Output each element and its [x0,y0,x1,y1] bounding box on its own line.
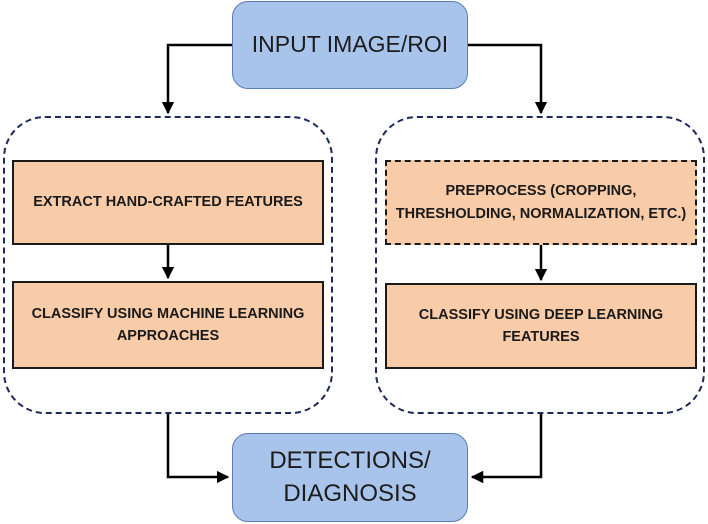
preprocess-node: PREPROCESS (CROPPING, THRESHOLDING, NORM… [385,160,697,245]
hand-crafted-branch-group [3,116,333,414]
preprocess-label: PREPROCESS (CROPPING, THRESHOLDING, NORM… [395,183,687,222]
input-image-label: INPUT IMAGE/ROI [251,31,449,58]
detections-diagnosis-label: DETECTIONS/ DIAGNOSIS [269,447,431,507]
arrow-input-to-left-branch [161,43,232,115]
arrow-input-to-right-branch [468,43,548,115]
classify-ml-label: CLASSIFY USING MACHINE LEARNING APPROACH… [31,305,305,344]
classify-ml-node: CLASSIFY USING MACHINE LEARNING APPROACH… [12,281,324,369]
deep-learning-branch-group [375,116,705,414]
classify-dl-label: CLASSIFY USING DEEP LEARNING FEATURES [418,306,664,345]
arrow-left-branch-to-output [166,413,230,484]
arrow-right-branch-to-output [470,413,543,484]
extract-features-node: EXTRACT HAND-CRAFTED FEATURES [12,160,324,245]
extract-features-label: EXTRACT HAND-CRAFTED FEATURES [33,194,303,211]
detections-diagnosis-node: DETECTIONS/ DIAGNOSIS [232,433,468,522]
input-image-node: INPUT IMAGE/ROI [232,1,468,89]
classify-dl-node: CLASSIFY USING DEEP LEARNING FEATURES [385,283,697,369]
